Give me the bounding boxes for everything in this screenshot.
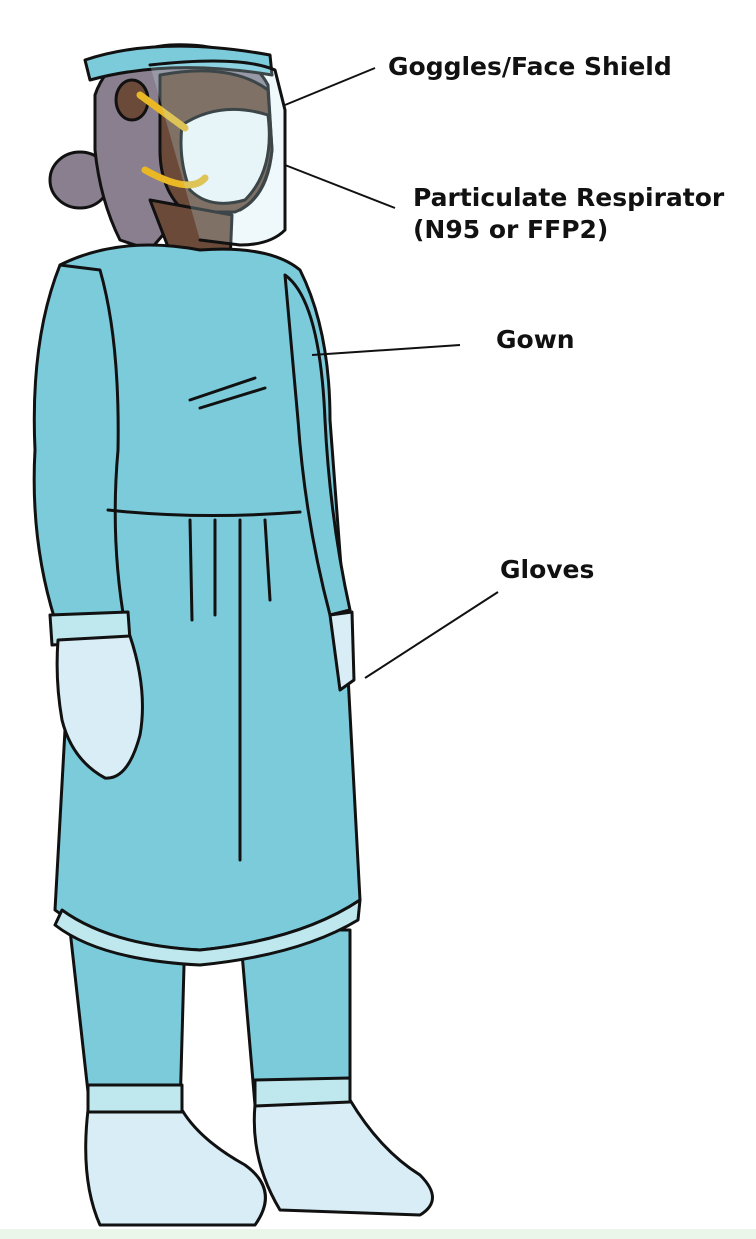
leader-respirator [285, 165, 395, 208]
leader-gloves [365, 592, 498, 678]
right-shoe-cover [254, 1100, 432, 1215]
label-respirator-type: (N95 or FFP2) [413, 215, 608, 245]
left-shoe-cover [86, 1110, 266, 1225]
leader-goggles [285, 68, 375, 105]
label-particulate-respirator: Particulate Respirator [413, 183, 724, 213]
label-goggles-face-shield: Goggles/Face Shield [388, 52, 672, 82]
left-sleeve [34, 265, 125, 625]
leader-gown [312, 345, 460, 355]
label-gown: Gown [496, 325, 575, 355]
label-gloves: Gloves [500, 555, 594, 585]
bottom-strip [0, 1229, 756, 1239]
